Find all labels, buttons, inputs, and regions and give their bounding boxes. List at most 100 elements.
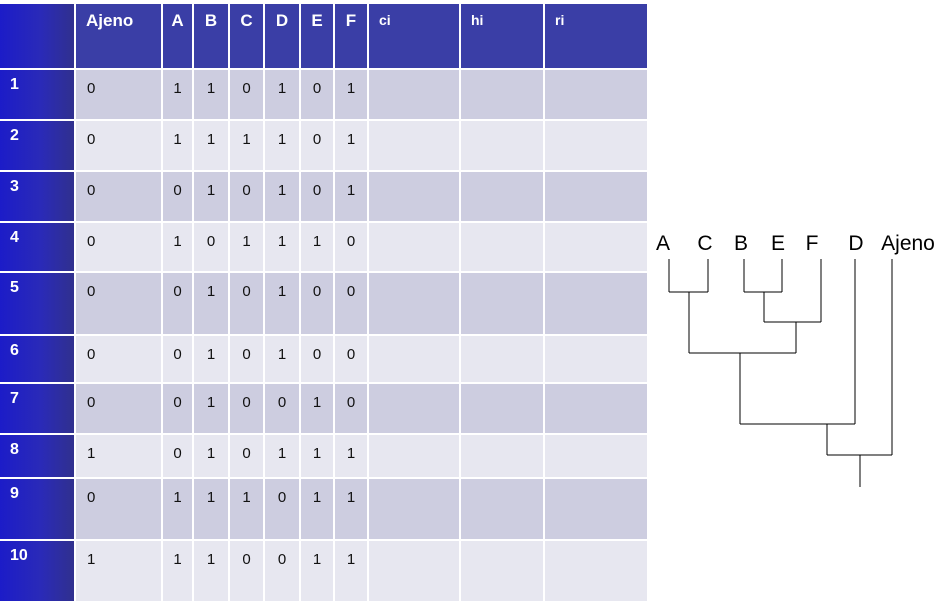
cell-ri [545,541,649,603]
cell-ajeno: 0 [76,336,163,384]
column-header-ci: ci [369,4,461,70]
cell-a: 1 [163,121,194,172]
column-header-d: D [265,4,301,70]
cell-ci [369,336,461,384]
cell-c: 0 [230,70,265,121]
row-label: 1 [0,70,76,121]
column-header-hi: hi [461,4,545,70]
row-label: 5 [0,273,76,336]
header-row: Ajeno A B C D E F ci hi ri [0,4,649,70]
cell-a: 0 [163,273,194,336]
cell-c: 0 [230,541,265,603]
cell-a: 0 [163,384,194,435]
cell-ajeno: 0 [76,172,163,223]
cell-e: 0 [301,336,335,384]
cell-d: 1 [265,70,301,121]
cell-e: 1 [301,479,335,541]
cell-d: 0 [265,384,301,435]
row-label: 10 [0,541,76,603]
cell-ci [369,70,461,121]
column-header-ajeno: Ajeno [76,4,163,70]
cell-ri [545,121,649,172]
cell-ri [545,273,649,336]
cell-ri [545,435,649,479]
tree-tip-label: C [697,232,712,255]
tree-tip-label: Ajeno [881,232,935,255]
cell-d: 1 [265,435,301,479]
cell-ci [369,172,461,223]
cell-hi [461,172,545,223]
cell-hi [461,273,545,336]
cell-b: 1 [194,479,230,541]
cell-ajeno: 1 [76,435,163,479]
row-label: 4 [0,223,76,273]
column-header-ri: ri [545,4,649,70]
cell-e: 0 [301,172,335,223]
cell-ri [545,384,649,435]
cell-ri [545,172,649,223]
cell-hi [461,223,545,273]
cell-ajeno: 0 [76,70,163,121]
cell-d: 0 [265,541,301,603]
cell-c: 0 [230,435,265,479]
row-label: 9 [0,479,76,541]
cell-d: 1 [265,273,301,336]
cell-hi [461,384,545,435]
cell-c: 1 [230,479,265,541]
cell-ri [545,479,649,541]
cell-ri [545,70,649,121]
cell-ci [369,121,461,172]
column-header-c: C [230,4,265,70]
column-header-b: B [194,4,230,70]
cell-ajeno: 0 [76,479,163,541]
tree-tip-label: A [656,232,670,255]
cell-f: 0 [335,273,369,336]
cell-c: 0 [230,273,265,336]
cell-c: 0 [230,336,265,384]
cell-d: 1 [265,121,301,172]
tree-tip-label: E [771,232,785,255]
cell-b: 1 [194,541,230,603]
cell-b: 1 [194,121,230,172]
cell-f: 0 [335,384,369,435]
cell-hi [461,336,545,384]
cell-a: 1 [163,541,194,603]
cell-d: 1 [265,336,301,384]
cell-e: 0 [301,121,335,172]
tree-tip-label: B [734,232,748,255]
cell-b: 1 [194,435,230,479]
row-label: 7 [0,384,76,435]
cell-a: 1 [163,479,194,541]
row-label: 3 [0,172,76,223]
cell-d: 1 [265,223,301,273]
corner-header-cell [0,4,76,70]
cell-f: 1 [335,479,369,541]
cell-f: 0 [335,223,369,273]
cell-a: 1 [163,70,194,121]
cell-e: 1 [301,384,335,435]
cell-a: 1 [163,223,194,273]
cell-f: 1 [335,435,369,479]
cell-hi [461,70,545,121]
cell-ri [545,336,649,384]
cell-f: 1 [335,121,369,172]
cell-ajeno: 0 [76,384,163,435]
cell-ajeno: 1 [76,541,163,603]
cell-c: 1 [230,223,265,273]
cell-e: 1 [301,435,335,479]
cell-f: 1 [335,541,369,603]
cell-ci [369,223,461,273]
column-header-e: E [301,4,335,70]
cell-b: 1 [194,273,230,336]
cell-f: 0 [335,336,369,384]
